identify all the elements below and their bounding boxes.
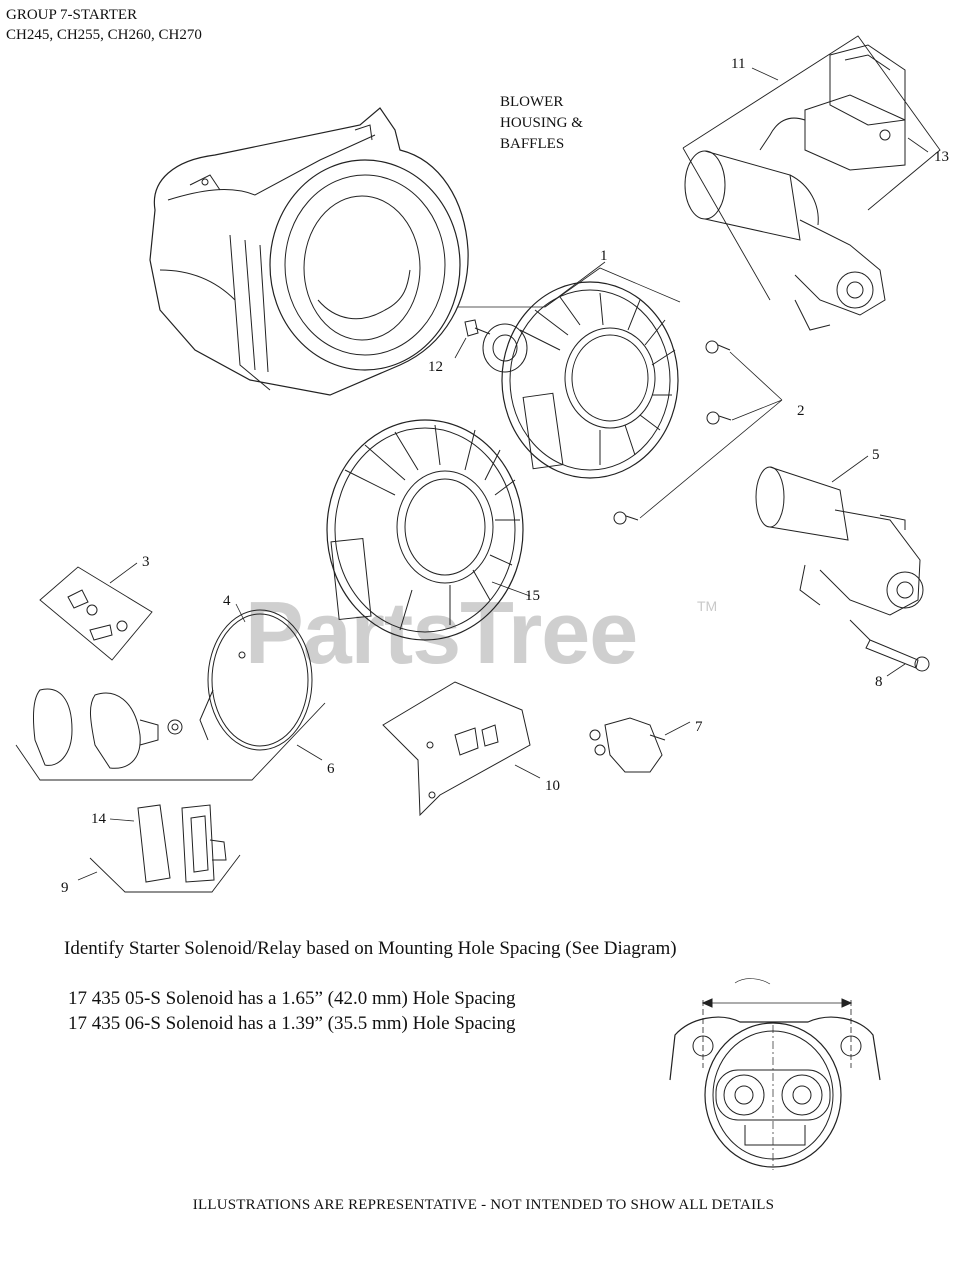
leader-10 [515,765,540,778]
callout-9[interactable]: 9 [61,880,69,896]
leader-2 [640,352,782,518]
callout-12[interactable]: 12 [428,359,443,375]
solenoid-spacing-note-2: 17 435 06-S Solenoid has a 1.39” (35.5 m… [68,1013,516,1034]
leader-7 [665,722,690,735]
callout-3[interactable]: 3 [142,554,150,570]
recoil-starter-lower-part[interactable] [327,420,523,640]
callout-11[interactable]: 11 [731,56,746,72]
starter-handle-part[interactable] [33,689,182,768]
leader-15 [492,582,530,596]
drive-cup-part[interactable] [465,320,527,372]
recoil-rope-part[interactable] [200,610,312,750]
blower-housing-part[interactable] [150,108,468,395]
identify-solenoid-note: Identify Starter Solenoid/Relay based on… [64,938,677,959]
leader-6 [297,745,322,760]
blower-label-line-2: HOUSING & [500,115,583,131]
group-title: GROUP 7-STARTER [6,7,138,23]
screw-part[interactable] [614,341,731,524]
callout-8[interactable]: 8 [875,674,883,690]
trademark-mark: TM [697,598,718,614]
solenoid-spacing-note-1: 17 435 05-S Solenoid has a 1.65” (42.0 m… [68,988,516,1009]
callout-14[interactable]: 14 [91,811,106,827]
callout-7[interactable]: 7 [695,719,703,735]
callout-2[interactable]: 2 [797,403,805,419]
callout-5[interactable]: 5 [872,447,880,463]
callout-10[interactable]: 10 [545,778,560,794]
kit-bracket-9 [90,855,240,892]
callout-1[interactable]: 1 [600,248,608,264]
leader-1 [545,262,605,307]
leader-14 [110,819,134,821]
kit-bracket-3 [40,567,152,660]
leader-8 [887,664,905,676]
leader-11 [752,68,778,80]
model-list: CH245, CH255, CH260, CH270 [6,27,202,43]
kit-bracket-11 [683,36,940,210]
callout-15[interactable]: 15 [525,588,540,604]
leader-13 [908,138,928,152]
solenoid-bracket-part[interactable] [383,682,530,815]
callout-4[interactable]: 4 [223,593,231,609]
callout-6[interactable]: 6 [327,761,335,777]
relay-module-part[interactable] [760,45,905,170]
kit-bracket-6 [16,703,325,780]
pawl-part[interactable] [68,590,127,640]
disclaimer-footer: ILLUSTRATIONS ARE REPRESENTATIVE - NOT I… [192,1197,775,1213]
callout-bracket-1 [458,268,680,307]
blower-housing-label: BLOWER HOUSING & BAFFLES [500,92,583,155]
leader-4 [236,604,245,622]
leader-3 [110,563,137,583]
starter-motor-part[interactable] [756,467,923,640]
leader-9 [78,872,97,880]
leader-12 [455,338,466,358]
solenoid-part[interactable] [590,718,665,772]
starter-motor-upper-part[interactable] [685,151,885,330]
callout-13[interactable]: 13 [934,149,949,165]
leader-5 [832,456,868,482]
bolt-part[interactable] [866,640,929,671]
solenoid-spacing-diagram [670,979,880,1170]
blower-label-line-1: BLOWER [500,94,564,110]
handle-insert-part[interactable] [138,805,226,882]
recoil-starter-upper-part[interactable] [502,282,678,478]
blower-label-line-3: BAFFLES [500,136,565,152]
